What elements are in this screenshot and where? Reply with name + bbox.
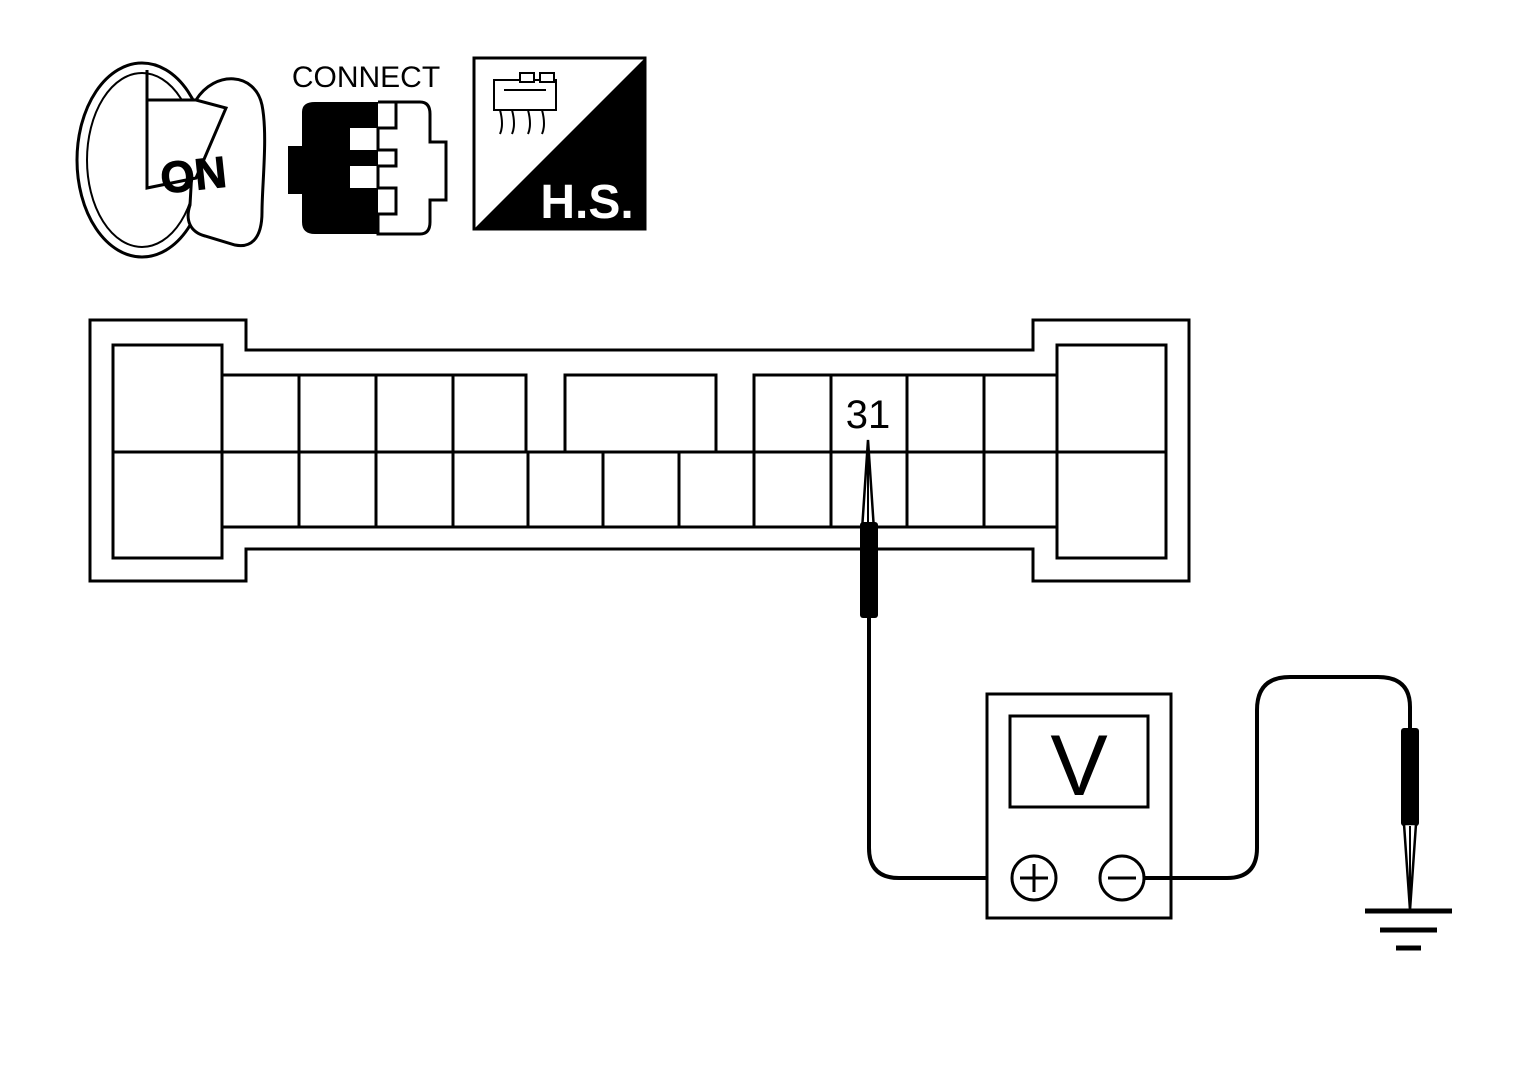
positive-probe (860, 439, 878, 618)
connect-label: CONNECT (292, 61, 440, 94)
cavity (297, 373, 378, 454)
cavity (451, 450, 530, 529)
terminal-31-label: 31 (846, 393, 891, 437)
cavity (451, 373, 528, 454)
ignition-on-label: ON (158, 148, 229, 204)
ignition-key-icon: ON (75, 61, 267, 259)
connector-connect-icon: CONNECT (288, 61, 448, 236)
cavity (297, 450, 378, 529)
connector-bottom-row (220, 450, 1059, 529)
cavity (982, 450, 1059, 529)
cavity (601, 450, 681, 529)
hs-label: H.S. (540, 176, 633, 229)
cavity (374, 373, 455, 454)
cavity (526, 450, 605, 529)
ground-symbol-icon (1365, 908, 1452, 951)
cavity (220, 373, 301, 454)
positive-terminal[interactable] (1010, 854, 1058, 902)
negative-lead-wire (1144, 675, 1412, 880)
cavity (752, 450, 833, 529)
negative-terminal[interactable] (1098, 854, 1146, 902)
connector-housing (88, 318, 1191, 583)
cavity (905, 450, 986, 529)
cavity (563, 373, 718, 454)
connector-lock-right (1055, 343, 1168, 560)
harness-side-icon: H.S. (472, 56, 647, 231)
voltmeter-display-label: V (1050, 718, 1107, 814)
voltmeter: V (985, 692, 1173, 920)
cavity (905, 373, 986, 454)
connector-top-row (220, 373, 1059, 454)
connector-lock-left (111, 343, 224, 560)
negative-probe (1401, 728, 1419, 911)
cavity (220, 450, 301, 529)
cavity (982, 373, 1059, 454)
positive-lead-wire (867, 618, 1010, 880)
voltmeter-display (1008, 714, 1150, 809)
cavity (677, 450, 756, 529)
cavity (752, 373, 833, 454)
cavity (374, 450, 455, 529)
